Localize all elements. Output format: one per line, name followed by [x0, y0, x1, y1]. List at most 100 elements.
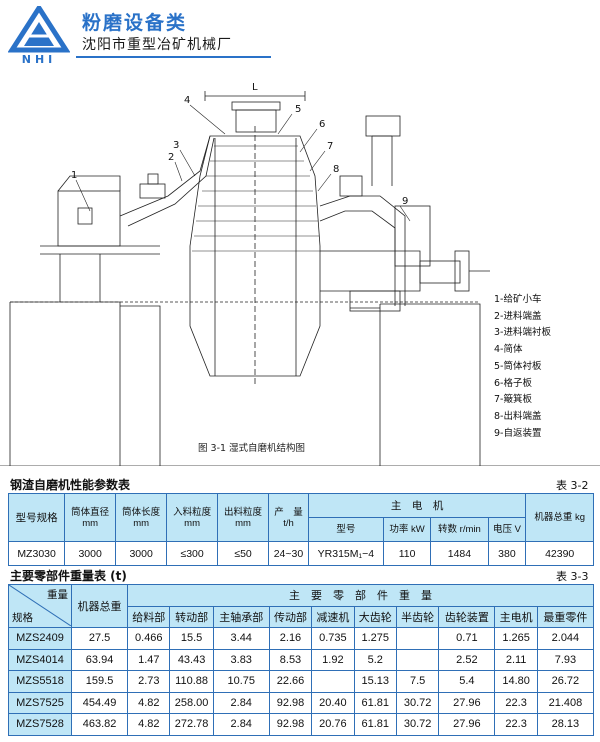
cell: 43.43 — [169, 648, 214, 671]
table1-number: 表 3-2 — [556, 479, 589, 492]
cell: MZS4014 — [8, 648, 72, 671]
legend-item: 4-简体 — [494, 344, 523, 356]
cell: 1.275 — [353, 627, 397, 650]
cell: 1484 — [430, 541, 489, 566]
col-total-weight: 机器总重 — [70, 584, 129, 628]
legend-item: 8-出料端盖 — [494, 410, 542, 422]
cell: MZS5518 — [8, 670, 72, 693]
cell: 63.94 — [70, 648, 129, 671]
cell: MZS7525 — [8, 691, 72, 714]
table2-title: 主要零部件重量表 (t) — [10, 569, 127, 583]
col-part: 主轴承部 — [212, 605, 270, 628]
legend-item: 6-格子板 — [494, 377, 532, 389]
cell: YR315M₁−4 — [307, 541, 384, 566]
callout-9: 9 — [402, 196, 408, 207]
callout-2: 2 — [168, 152, 174, 163]
cell: 61.81 — [353, 691, 397, 714]
cell: 0.71 — [438, 627, 496, 650]
dimension-label: L — [252, 82, 258, 93]
cell: 15.13 — [353, 670, 397, 693]
cell: 2.73 — [127, 670, 171, 693]
cell: 24~30 — [268, 541, 309, 566]
table-row: MZ3030 3000 3000 ≤300 ≤50 24~30 YR315M₁−… — [7, 541, 594, 566]
col-motor-model: 型号 — [307, 517, 384, 542]
col-part: 齿轮装置 — [438, 605, 496, 628]
cell: 2.84 — [212, 691, 270, 714]
cell: 454.49 — [70, 691, 129, 714]
col-voltage: 电压 V — [487, 517, 527, 542]
table1-title: 钢渣自磨机性能参数表 — [10, 478, 131, 492]
figure-caption: 图 3-1 湿式自磨机结构图 — [198, 443, 306, 454]
cell: 258.00 — [169, 691, 214, 714]
parts-weight-table: 重量 规格 机器总重 主 要 零 部 件 重 量 给料部 转动部 主轴承部 传动… — [8, 584, 595, 736]
cell: 27.96 — [438, 713, 496, 736]
cell: 92.98 — [268, 713, 313, 736]
cell: 3.83 — [212, 648, 270, 671]
table-header-row: 重量 规格 机器总重 主 要 零 部 件 重 量 — [8, 584, 594, 628]
cell: 22.66 — [268, 670, 313, 693]
cell: 2.044 — [536, 627, 595, 650]
logo-text: NHI — [22, 53, 57, 66]
cell: 15.5 — [169, 627, 214, 650]
company-logo: NHI — [8, 6, 70, 66]
cell: 110.88 — [169, 670, 214, 693]
cell: 61.81 — [353, 713, 397, 736]
col-speed: 转数 r/min — [430, 517, 489, 542]
cell: 30.72 — [395, 691, 440, 714]
legend-item: 7-簸箕板 — [494, 394, 532, 406]
cell: 20.40 — [311, 691, 355, 714]
cell: 463.82 — [70, 713, 129, 736]
cell — [395, 648, 440, 671]
cell: 26.72 — [536, 670, 595, 693]
cell: 3.44 — [212, 627, 270, 650]
cell: 8.53 — [268, 648, 313, 671]
col-power: 功率 kW — [382, 517, 432, 542]
legend-item: 5-筒体衬板 — [494, 360, 542, 372]
cell: 22.3 — [494, 691, 538, 714]
col-part: 半齿轮 — [395, 605, 440, 628]
cell: 14.80 — [494, 670, 538, 693]
table2-number: 表 3-3 — [556, 570, 589, 583]
col-part: 最重零件 — [536, 605, 595, 628]
cell: 2.11 — [494, 648, 538, 671]
col-motor-group: 主 电 机 — [307, 493, 527, 518]
company-name: 沈阳市重型冶矿机械厂 — [82, 37, 232, 53]
col-part: 转动部 — [169, 605, 214, 628]
cell: 3000 — [115, 541, 168, 566]
cell: 92.98 — [268, 691, 313, 714]
cell — [395, 627, 440, 650]
legend-item: 9-自返装置 — [494, 427, 542, 439]
cell: 5.4 — [438, 670, 496, 693]
col-weight: 机器总重 kg — [525, 493, 594, 542]
cell — [311, 670, 355, 693]
cell: ≤300 — [166, 541, 219, 566]
cell: 2.84 — [212, 713, 270, 736]
cell: MZS2409 — [8, 627, 72, 650]
cell: 5.2 — [353, 648, 397, 671]
mill-drawing: 1 2 3 4 5 6 7 8 9 L — [0, 82, 600, 467]
callout-5: 5 — [295, 104, 301, 115]
corner-weight-label: 重量 — [47, 589, 68, 601]
cell: 0.735 — [311, 627, 355, 650]
cell: 272.78 — [169, 713, 214, 736]
cell: 110 — [382, 541, 432, 566]
cell: 4.82 — [127, 691, 171, 714]
cell: 2.52 — [438, 648, 496, 671]
col-part: 减速机 — [311, 605, 355, 628]
cell: 3000 — [64, 541, 117, 566]
page-header: NHI 粉磨设备类 沈阳市重型冶矿机械厂 — [0, 0, 600, 70]
cell: 42390 — [525, 541, 594, 566]
cell: 1.92 — [311, 648, 355, 671]
cell: 0.466 — [127, 627, 171, 650]
cell: 1.47 — [127, 648, 171, 671]
cell: ≤50 — [217, 541, 270, 566]
cell: 27.96 — [438, 691, 496, 714]
legend-item: 2-进料端盖 — [494, 310, 542, 322]
